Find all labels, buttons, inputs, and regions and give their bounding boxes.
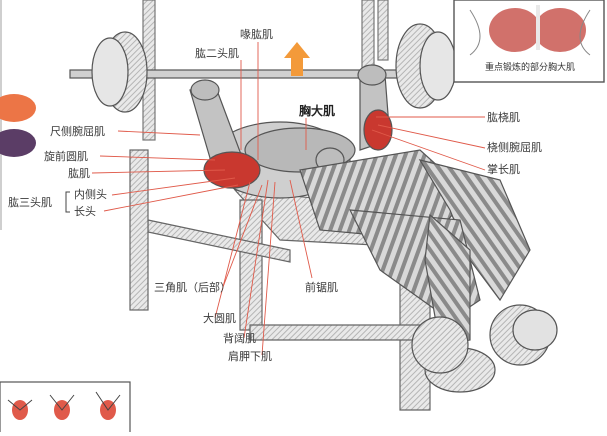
label-pectoralis-major: 胸大肌 (299, 104, 336, 118)
label-serratus-anterior: 前锯肌 (305, 281, 338, 294)
label-medial-head: 内侧头 (74, 188, 107, 201)
label-brachioradialis: 肱桡肌 (487, 111, 520, 124)
chest-inset (453, 0, 605, 83)
triceps-bracket (65, 191, 70, 213)
label-triceps: 肱三头肌 (8, 196, 52, 209)
inset-caption: 重点锻炼的部分胸大肌 (484, 63, 575, 73)
barbell (69, 23, 481, 113)
label-pronator-teres: 旋前圆肌 (44, 150, 88, 163)
label-subscapularis: 肩胛下肌 (228, 350, 272, 363)
label-latissimus-dorsi: 背阔肌 (223, 332, 256, 345)
label-coracobrachialis: 喙肱肌 (240, 28, 273, 41)
label-teres-major: 大圆肌 (203, 312, 236, 325)
up-arrow-icon (284, 42, 310, 76)
arms (189, 64, 393, 189)
orange-marker (0, 94, 36, 122)
label-long-head: 长头 (74, 205, 96, 218)
purple-marker (0, 129, 36, 157)
label-flexor-carpi-radialis: 桡侧腕屈肌 (487, 141, 542, 154)
label-biceps: 肱二头肌 (195, 47, 239, 60)
feet (411, 304, 558, 393)
label-palmaris-longus: 掌长肌 (487, 163, 520, 176)
leader-lines (91, 42, 486, 356)
label-brachialis: 肱肌 (68, 167, 90, 180)
exercise-thumbnails (0, 381, 131, 435)
label-flexor-carpi-ulnaris: 尺侧腕屈肌 (50, 125, 105, 138)
label-deltoid-posterior: 三角肌（后部） (154, 281, 231, 294)
